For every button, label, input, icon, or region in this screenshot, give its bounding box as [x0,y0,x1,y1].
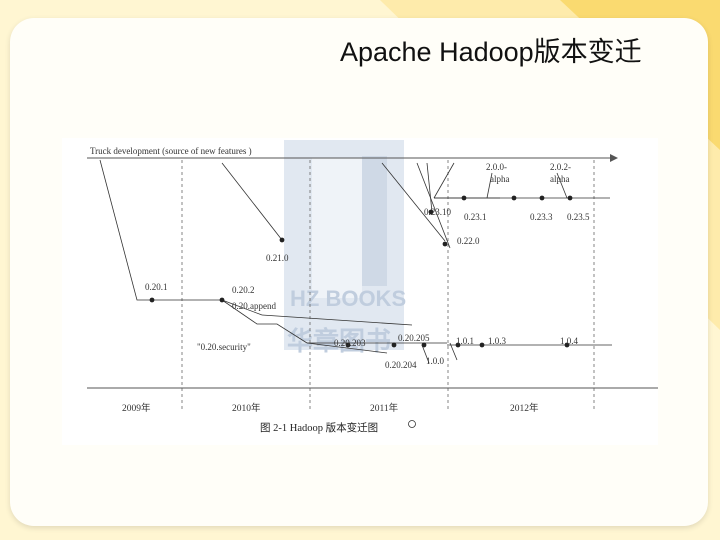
label-0.20.205: 0.20.205 [398,333,430,343]
label-1.0.1: 1.0.1 [456,336,474,346]
label-0.23.5: 0.23.5 [567,212,590,222]
label-0.20.1: 0.20.1 [145,282,168,292]
trunk-arrowhead [610,154,618,162]
year-2010: 2010年 [232,402,261,414]
label-0.23.10: 0.23.10 [424,207,452,217]
watermark: HZ BOOKS 华章图书 [284,140,406,356]
slide-title: Apache Hadoop版本变迁 [340,37,642,67]
year-2012: 2012年 [510,402,539,414]
label-0.23.1: 0.23.1 [464,212,487,222]
label-1.0.4: 1.0.4 [560,336,579,346]
caption-footnote-mark [408,420,416,428]
label-0.21.0: 0.21.0 [266,253,289,263]
label-0.20.203: 0.20.203 [334,338,366,348]
year-2009: 2009年 [122,402,151,414]
hadoop-version-diagram: HZ BOOKS 华章图书 Truck development (source … [62,138,658,445]
label-2.0.2-alpha-line1: 2.0.2- [550,162,571,172]
label-0.20.204: 0.20.204 [385,360,417,370]
label-2.0.0-alpha-line1: 2.0.0- [486,162,507,172]
label-0.23.3: 0.23.3 [530,212,553,222]
label-1.0.0: 1.0.0 [426,356,445,366]
trunk-label: Truck development (source of new feature… [90,146,252,156]
version-dots [149,195,573,348]
figure-caption: 图 2-1 Hadoop 版本变迁图 [260,421,378,434]
label-0.20.append: 0.20.append [232,301,276,311]
label-0.20.security: "0.20.security" [197,342,251,352]
svg-text:HZ BOOKS: HZ BOOKS [290,286,406,311]
label-2.0.0-alpha-line2: alpha [490,174,510,184]
label-2.0.2-alpha-line2: alpha [550,174,570,184]
label-0.20.2: 0.20.2 [232,285,255,295]
label-1.0.3: 1.0.3 [488,336,507,346]
label-0.22.0: 0.22.0 [457,236,480,246]
year-2011: 2011年 [370,402,399,414]
